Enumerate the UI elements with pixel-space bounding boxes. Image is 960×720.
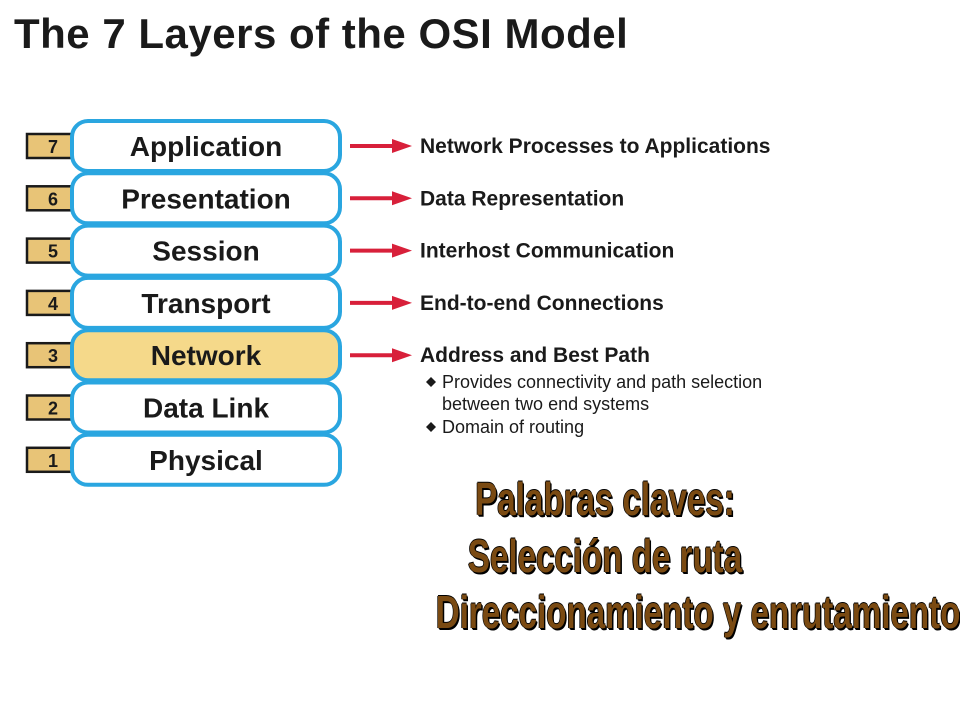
- arrow-head-icon: [392, 243, 412, 258]
- layer-name: Transport: [141, 288, 270, 319]
- keyword-item: Selección de ruta: [467, 530, 743, 582]
- layer-box: [70, 223, 342, 278]
- layer-row: 3 Network Address and Best Path: [25, 328, 650, 383]
- bullet-icon: [426, 377, 436, 387]
- layer-number: 6: [48, 189, 58, 209]
- keywords-title: Palabras claves:: [475, 473, 735, 525]
- network-bullets: Provides connectivity and path selection…: [426, 372, 762, 437]
- arrow-head-icon: [392, 139, 412, 153]
- layer-number: 2: [48, 399, 58, 419]
- bullet-icon: [426, 422, 436, 432]
- layer-row: 2 Data Link: [25, 380, 342, 435]
- layer-box: [70, 275, 342, 330]
- layer-box: [70, 380, 342, 435]
- layer-description: Interhost Communication: [420, 240, 674, 263]
- layer-number: 7: [48, 137, 58, 157]
- page-title: The 7 Layers of the OSI Model: [14, 10, 629, 57]
- layer-box: [70, 328, 342, 383]
- layer-name: Application: [130, 131, 282, 162]
- layer-row: 5 Session Interhost Communication: [25, 223, 674, 278]
- layer-number: 5: [48, 242, 58, 262]
- layers-group: 7 Application Network Processes to Applica…: [25, 119, 771, 487]
- keyword-item: Direccionamiento y enrutamiento: [435, 586, 960, 638]
- layer-box: [70, 171, 342, 226]
- arrow-head-icon: [392, 348, 412, 363]
- layer-box: [70, 119, 342, 173]
- layer-box: [70, 432, 342, 487]
- bullet-text: Domain of routing: [442, 417, 584, 437]
- layer-number: 3: [48, 346, 58, 366]
- layer-name: Session: [152, 236, 259, 267]
- arrow-head-icon: [392, 295, 412, 310]
- layer-description: End-to-end Connections: [420, 292, 664, 315]
- layer-description: Address and Best Path: [420, 344, 650, 367]
- bullet-text: between two end systems: [442, 394, 649, 414]
- keywords-block: Palabras claves: Selección de ruta Direc…: [370, 470, 960, 640]
- layer-name: Presentation: [121, 183, 291, 214]
- layer-row: 6 Presentation Data Representation: [25, 171, 624, 226]
- layer-name: Network: [151, 340, 262, 371]
- arrow-head-icon: [392, 191, 412, 206]
- layer-number: 1: [48, 451, 58, 471]
- layer-row: 1 Physical: [25, 432, 342, 487]
- layer-description: Data Representation: [420, 187, 624, 210]
- layer-row: 7 Application Network Processes to Applica…: [25, 119, 771, 173]
- layer-description: Network Processes to Applications: [420, 135, 771, 158]
- layer-number: 4: [48, 294, 58, 314]
- layer-row: 4 Transport End-to-end Connections: [25, 275, 664, 330]
- layer-name: Physical: [149, 445, 263, 476]
- bullet-text: Provides connectivity and path selection: [442, 372, 762, 392]
- layer-name: Data Link: [143, 393, 269, 424]
